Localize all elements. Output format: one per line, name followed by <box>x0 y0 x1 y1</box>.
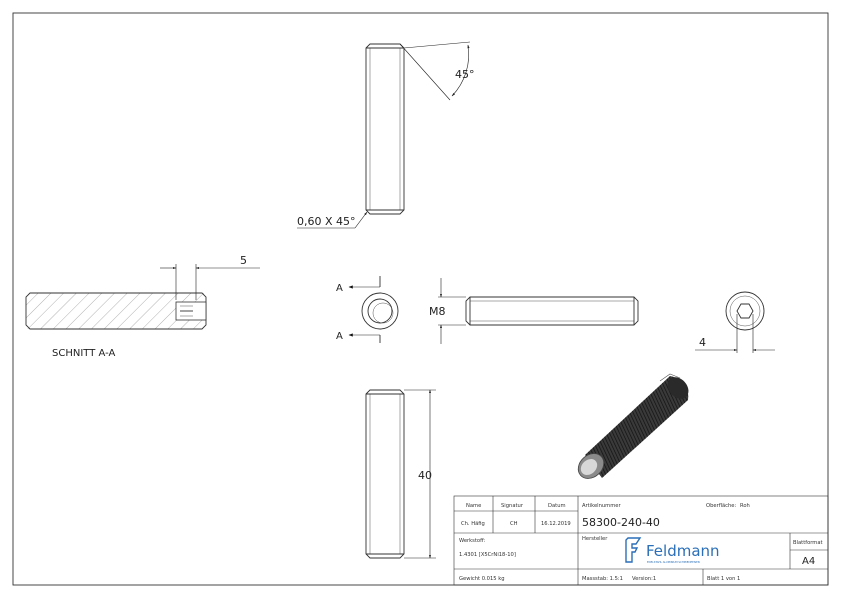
artikelnummer-label: Artikelnummer <box>582 503 621 509</box>
signatur-value: CH <box>510 521 518 527</box>
section-mark-bottom: A <box>336 331 343 342</box>
hersteller-label: Hersteller <box>582 536 608 542</box>
title-block: Name Signatur Datum Ch. Häfig CH 16.12.2… <box>453 495 829 586</box>
length-dimension-label: 40 <box>418 469 432 482</box>
oberflaeche-value: Roh <box>740 503 750 509</box>
logo-text: Feldmann <box>646 542 720 560</box>
header-signatur: Signatur <box>501 503 524 509</box>
header-datum: Datum <box>548 503 566 509</box>
isometric-render <box>577 373 689 479</box>
top-view: 45° 0,60 X 45° <box>297 41 475 229</box>
side-view: M8 <box>429 278 639 344</box>
slot-dimension-label: 5 <box>240 254 247 267</box>
section-mark-top: A <box>336 283 343 294</box>
oberflaeche-label: Oberfläche: <box>706 503 736 509</box>
hex-dimension-label: 4 <box>699 336 706 349</box>
gewicht-label: Gewicht 0.015 kg <box>459 576 505 582</box>
version-label: Version:1 <box>632 576 656 582</box>
hex-end-view: 4 <box>695 291 775 353</box>
werkstoff-value: 1.4301 [X5CrNi18-10] <box>459 552 516 558</box>
datum-value: 16.12.2019 <box>541 521 571 527</box>
thread-dimension-label: M8 <box>429 305 446 318</box>
bottom-view: 40 <box>365 389 436 559</box>
chamfer-note-label: 0,60 X 45° <box>297 215 356 228</box>
name-value: Ch. Häfig <box>461 521 485 527</box>
end-view: A A <box>336 276 399 343</box>
feldmann-logo: Feldmann EDELSTAHL ALUMINIUM SCHMIEDEEIS… <box>625 537 720 564</box>
section-title: SCHNITT A-A <box>52 348 116 359</box>
section-view: 5 SCHNITT A-A <box>25 254 260 359</box>
werkstoff-label: Werkstoff: <box>459 538 486 544</box>
blatt-label: Blatt 1 von 1 <box>707 576 740 582</box>
logo-subtitle: EDELSTAHL ALUMINIUM SCHMIEDEEISEN <box>647 560 700 564</box>
chamfer-angle-label: 45° <box>455 68 475 81</box>
sheet-border <box>12 12 829 586</box>
artikelnummer-value: 58300-240-40 <box>582 516 660 529</box>
massstab-label: Massstab: 1.5:1 <box>582 576 623 582</box>
blattformat-value: A4 <box>802 556 815 567</box>
blattformat-label: Blattformat <box>793 540 823 546</box>
header-name: Name <box>466 503 481 509</box>
